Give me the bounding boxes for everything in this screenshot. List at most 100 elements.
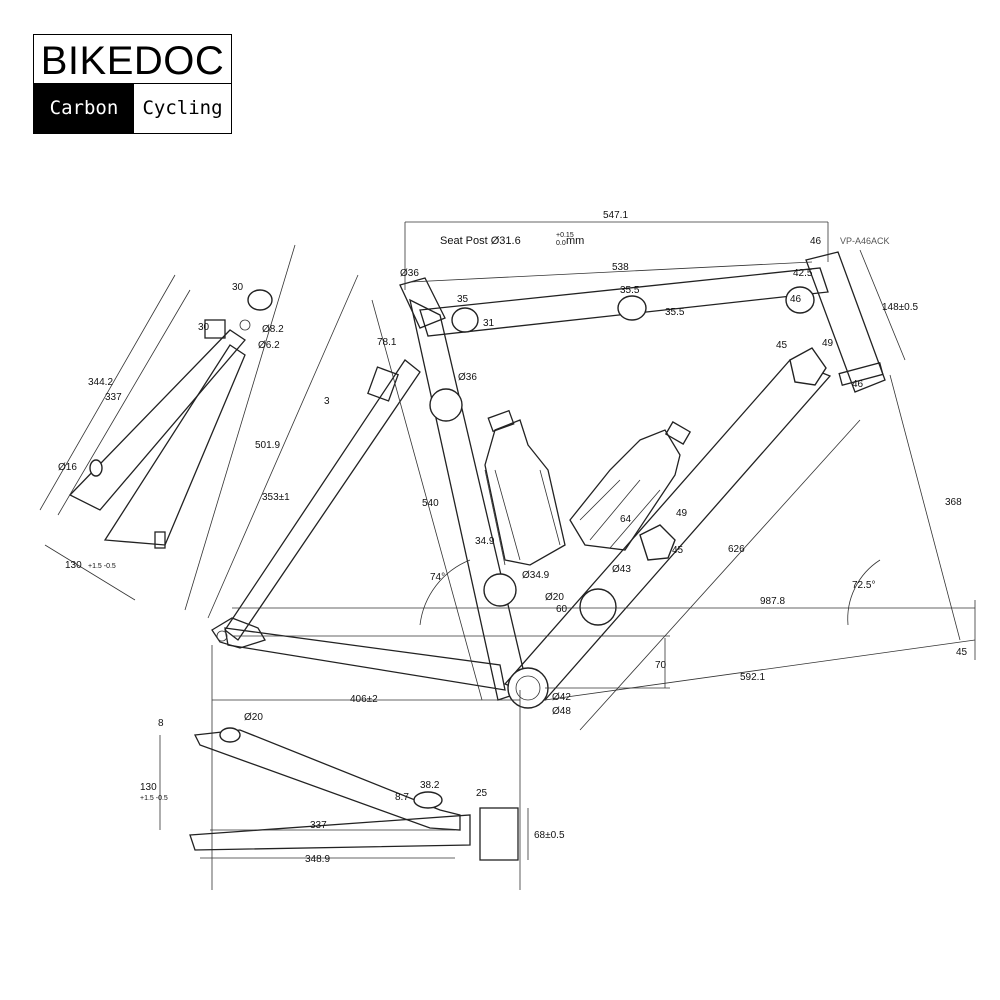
label-46-top: 46 bbox=[810, 236, 822, 247]
label-538: 538 bbox=[612, 262, 629, 273]
ss-detail-16 bbox=[89, 459, 103, 477]
bottle-2-cage bbox=[579, 479, 661, 549]
label-34-9: 34.9 bbox=[475, 536, 495, 547]
label-501: 501.9 bbox=[255, 440, 280, 451]
tt-section-3 bbox=[785, 286, 815, 314]
label-60: 60 bbox=[556, 604, 568, 615]
ss-detail-hole bbox=[239, 319, 251, 331]
dimension-lines bbox=[184, 221, 976, 890]
ss-dim-337 bbox=[57, 289, 191, 516]
label-540: 540 bbox=[422, 498, 439, 509]
label-tt-35-5b: 35.5 bbox=[665, 307, 685, 318]
angle-74-arc bbox=[419, 559, 471, 626]
cs-detail-38 bbox=[413, 791, 443, 809]
bottle-cages bbox=[484, 409, 692, 566]
dim-592-line bbox=[544, 639, 976, 701]
label-cs-8-7: 8.7 bbox=[395, 792, 409, 803]
label-cs-8: 8 bbox=[158, 718, 164, 729]
brand-logo: BIKEDOC Carbon Cycling bbox=[33, 34, 232, 134]
label-dt-49: 49 bbox=[676, 508, 688, 519]
label-16: Ø16 bbox=[58, 462, 77, 473]
label-30b: 30 bbox=[198, 322, 210, 333]
down-tube bbox=[503, 359, 832, 701]
label-20: Ø20 bbox=[545, 592, 564, 603]
dimension-labels: 547.1 Seat Post Ø31.6 +0.15 0.0 mm VP-A4… bbox=[58, 210, 968, 865]
label-34-9b: Ø34.9 bbox=[522, 570, 550, 581]
logo-brand-text: BIKEDOC bbox=[34, 35, 231, 84]
bottle-1 bbox=[484, 419, 566, 566]
ss-detail-tip bbox=[154, 531, 166, 549]
label-dt-45: 45 bbox=[672, 545, 684, 556]
cs-detail-stay-top bbox=[194, 729, 461, 831]
bottle-1-cage bbox=[484, 469, 561, 566]
label-cs-337: 337 bbox=[310, 820, 327, 831]
label-dt-64: 64 bbox=[620, 514, 632, 525]
label-cs-68: 68±0.5 bbox=[534, 830, 565, 841]
tube-sections bbox=[367, 286, 884, 626]
label-ss-tol: +1.5 -0.5 bbox=[88, 563, 116, 570]
logo-tag-right: Cycling bbox=[142, 97, 223, 119]
label-148: 148±0.5 bbox=[882, 302, 919, 313]
dim-368-line bbox=[889, 374, 961, 641]
bottle-2 bbox=[569, 429, 681, 551]
label-8-2: Ø8.2 bbox=[262, 324, 284, 335]
label-547: 547.1 bbox=[603, 210, 628, 221]
dt-hex-section bbox=[639, 524, 676, 561]
label-ht-46: 46 bbox=[852, 379, 864, 390]
cs-detail-stay-bottom bbox=[189, 814, 471, 851]
dt-section bbox=[579, 588, 617, 626]
chain-stay-detail bbox=[159, 727, 529, 861]
bb-shell bbox=[507, 667, 549, 709]
bottle-1-cap bbox=[487, 409, 515, 433]
label-70: 70 bbox=[655, 660, 667, 671]
ss-detail-stay bbox=[68, 329, 246, 511]
label-42-5: 42.5 bbox=[793, 268, 813, 279]
label-42: Ø42 bbox=[552, 692, 571, 703]
ss-detail-bridge bbox=[247, 289, 273, 311]
bottle-2-cap bbox=[664, 421, 692, 445]
label-seat-tol-upper: +0.15 bbox=[556, 232, 574, 239]
label-48: Ø48 bbox=[552, 706, 571, 717]
dim-148-line bbox=[859, 249, 906, 361]
label-30a: 30 bbox=[232, 282, 244, 293]
label-36-top: Ø36 bbox=[400, 268, 419, 279]
angle-72-arc bbox=[847, 559, 881, 626]
label-cs-348: 348.9 bbox=[305, 854, 330, 865]
ss-dim-130 bbox=[44, 544, 136, 601]
label-dt-43: Ø43 bbox=[612, 564, 631, 575]
label-406: 406±2 bbox=[350, 694, 378, 705]
label-cs-38: 38.2 bbox=[420, 780, 440, 791]
label-78: 78.1 bbox=[377, 337, 397, 348]
chain-stay bbox=[224, 627, 506, 691]
label-368: 368 bbox=[945, 497, 962, 508]
label-cs-130: 130 bbox=[140, 782, 157, 793]
label-6-2: Ø6.2 bbox=[258, 340, 280, 351]
tt-section-1 bbox=[451, 307, 479, 333]
label-seat-tol-lower: 0.0 bbox=[556, 240, 566, 247]
label-353: 353±1 bbox=[262, 492, 290, 503]
dim-501-line bbox=[184, 244, 296, 611]
frame-outline bbox=[211, 251, 886, 709]
label-592: 592.1 bbox=[740, 672, 765, 683]
ss-detail-end bbox=[204, 319, 226, 339]
label-seat-unit: mm bbox=[566, 235, 584, 247]
headset-cup bbox=[838, 361, 884, 387]
ss-detail-stay-2 bbox=[103, 344, 246, 546]
ht-section bbox=[789, 347, 827, 386]
rear-dropout bbox=[211, 617, 266, 649]
cs-detail-20 bbox=[219, 727, 241, 743]
label-tt-35-5a: 35.5 bbox=[620, 285, 640, 296]
label-626: 626 bbox=[728, 544, 745, 555]
dim-626-line bbox=[579, 419, 861, 731]
tt-section-2 bbox=[617, 295, 647, 321]
seat-stay-detail bbox=[39, 274, 273, 601]
label-tt-31: 31 bbox=[483, 318, 495, 329]
label-cs-tol: +1.5 -0.5 bbox=[140, 795, 168, 802]
st-section-low bbox=[483, 573, 517, 607]
label-tt-46: 46 bbox=[790, 294, 802, 305]
logo-tagline-row: Carbon Cycling bbox=[34, 84, 231, 133]
dim-540-line bbox=[371, 299, 483, 701]
st-section bbox=[429, 388, 463, 422]
label-72: 72.5° bbox=[852, 580, 875, 591]
label-74: 74° bbox=[430, 572, 445, 583]
